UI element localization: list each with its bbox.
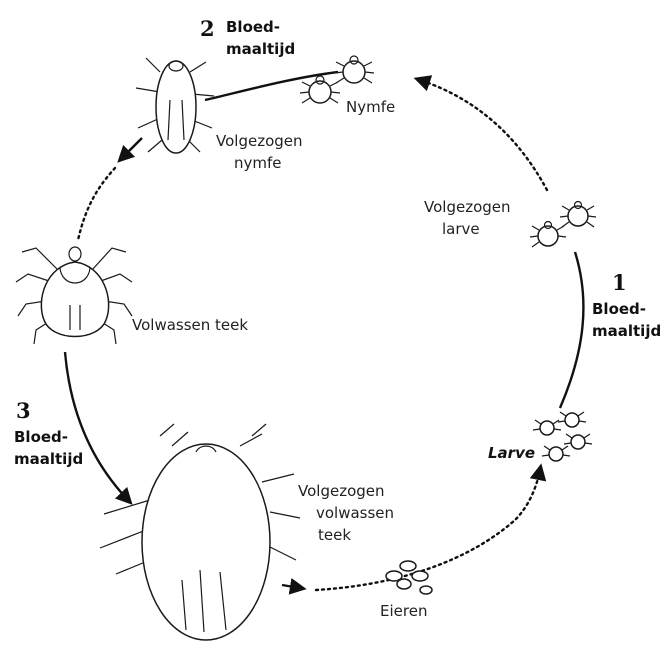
stage-2-meal-line-1: Bloed- <box>226 18 280 36</box>
engorged-adult-label-line-1: Volgezogen <box>298 482 385 500</box>
arrow-engorged-nymph-to-adult-head <box>122 138 142 158</box>
nymph-illustration <box>300 56 374 103</box>
stage-3-number: 3 <box>16 398 31 423</box>
stage-3-meal-line-2: maaltijd <box>14 450 83 468</box>
arrow-engorged-adult-to-eggs <box>282 585 300 588</box>
engorged-adult-label-line-2: volwassen <box>316 504 394 522</box>
engorged-larva-illustration <box>530 202 596 248</box>
arrow-larva-to-engorged-larva <box>560 252 583 408</box>
stage-2-meal-line-2: maaltijd <box>226 40 295 58</box>
adult-tick-illustration <box>16 247 132 344</box>
engorged-nymph-illustration <box>136 58 214 153</box>
stage-1-number: 1 <box>612 270 627 295</box>
engorged-larva-label-line-1: Volgezogen <box>424 198 511 216</box>
nymph-label: Nymfe <box>346 98 395 116</box>
arrow-engorged-larva-to-nymph <box>420 80 547 190</box>
eggs-illustration <box>386 561 432 594</box>
stage-1-meal-line-1: Bloed- <box>592 300 646 318</box>
larva-illustration <box>533 412 592 461</box>
larva-label: Larve <box>488 444 535 462</box>
stage-2-number: 2 <box>200 16 215 41</box>
engorged-adult-illustration <box>100 424 300 640</box>
eggs-label: Eieren <box>380 602 427 620</box>
engorged-larva-label-line-2: larve <box>442 220 480 238</box>
arrow-adult-to-engorged-adult <box>65 352 128 500</box>
engorged-adult-label-line-3: teek <box>318 526 351 544</box>
adult-tick-label: Volwassen teek <box>132 316 248 334</box>
arrow-engorged-nymph-to-adult <box>78 168 115 240</box>
stage-1-meal-line-2: maaltijd <box>592 322 661 340</box>
stage-3-meal-line-1: Bloed- <box>14 428 68 446</box>
engorged-nymph-label-line-1: Volgezogen <box>216 132 303 150</box>
engorged-nymph-label-line-2: nymfe <box>234 154 282 172</box>
